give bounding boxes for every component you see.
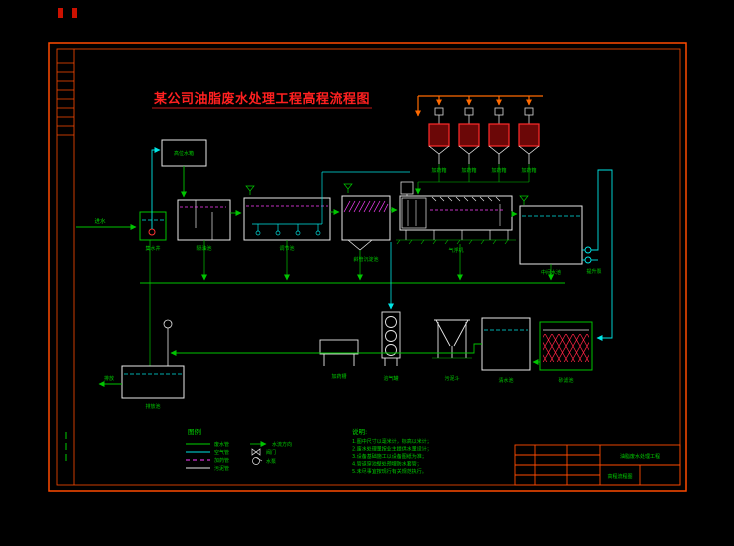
clear-well-label: 清水池 [498,377,513,384]
legend-line-label: 废水管 [214,441,229,448]
daf-machine: 气浮机 [396,181,518,254]
inclined-tube-hatch [343,200,389,213]
dosing-system: 加药箱 加药箱 加药箱 加药箱 [415,95,543,195]
title-block: 油脂废水处理工程 高程流程图 [514,444,681,486]
drain-line [140,240,565,366]
dosing-discharge-pipes [415,164,530,195]
drawing-name: 高程流程图 [607,473,632,480]
legend-line-label: 空气管 [214,449,229,456]
sludge-hopper: 污泥斗 [432,319,472,382]
mixer-motor-icon [434,107,444,116]
legend-line-label: 加药管 [214,457,229,464]
notes-title: 说明: [352,427,367,436]
ground-line [396,239,516,245]
notes: 说明: 1.图中尺寸以毫米计，标高以米计； 2.废水处理量按业主提供水量设计； … [352,427,432,475]
dissolving-tank: 溶气罐 [381,242,401,382]
project-name: 油脂废水处理工程 [620,453,660,460]
note-item: 1.图中尺寸以毫米计，标高以米计； [352,438,432,445]
clearwater-transfer-line [163,319,482,366]
note-item: 5.未尽事宜按现行有关规范执行。 [352,468,427,475]
scraper-chain-icon [431,196,501,202]
dissolving-tank-label: 溶气罐 [383,375,398,382]
tube-settler-tank: 斜管沉淀池 [341,195,398,263]
daf-legs [405,230,509,240]
elevation-marks [245,183,529,205]
legend-line-label: 污泥管 [214,465,229,472]
corner-layer-marks [58,8,77,18]
legend: 图例 废水管 空气管 加药管 污泥管 水流方向 阀门 水泵 [186,427,292,472]
note-item: 2.废水处理量按业主提供水量设计； [352,446,432,453]
dosing-trough-label: 加药槽 [331,373,346,380]
outfall-label: 排放 [104,375,114,382]
aeration-diffusers-icon [252,171,410,236]
drawing-title-group: 某公司油脂废水处理工程高程流程图 [152,91,372,109]
pump-icon [584,256,592,264]
sump-tank: 集水井 [139,147,167,252]
head-tank: 高位水箱 [161,139,207,198]
sand-filter-tank: 砂滤池 [532,321,593,384]
note-item: 3.设备基础施工以设备图纸为准； [352,453,427,460]
vent-riser-icon [163,319,173,329]
dosing-feed-pipe [415,95,543,117]
outfall-tank: 排放池 排放 [98,365,185,410]
sump-label: 集水井 [145,245,160,252]
pump-icon [584,246,592,254]
tube-settler-label: 斜管沉淀池 [353,256,378,263]
drawing-frame [48,42,687,492]
sump-pump-icon [148,228,156,236]
mixer-motor-icon [494,107,504,116]
filter-media-hatch [543,334,589,362]
oil-separator-tank: 隔油池 [177,199,242,252]
sludge-hopper-label: 污泥斗 [444,375,459,382]
influent: 进水 [76,217,137,230]
lift-pumps [582,169,613,341]
legend-symbol-label: 水泵 [266,458,276,465]
legend-symbol-label: 水流方向 [272,441,292,448]
outfall-tank-label: 排放池 [145,403,160,410]
legend-symbol-label: 阀门 [266,449,276,456]
frame-grid-cells [57,62,74,136]
daf-label: 气浮机 [448,247,463,254]
dosing-trough: 加药槽 [319,339,359,380]
influent-label: 进水 [94,217,106,225]
intermediate-tank: 中间水池 提升泵 [519,169,613,341]
daf-motor-icon [400,181,414,195]
mixer-motor-icon [524,107,534,116]
clear-well-tank: 清水池 [481,317,531,384]
lift-pumps-label: 提升泵 [586,268,601,275]
note-item: 4.管道穿池壁处预埋防水套管； [352,461,422,468]
sand-filter-label: 砂滤池 [558,377,573,384]
mixer-motor-icon [464,107,474,116]
drawing-title: 某公司油脂废水处理工程高程流程图 [153,91,370,107]
legend-title: 图例 [188,427,201,436]
head-tank-label: 高位水箱 [174,150,194,157]
valve-icon [251,448,261,456]
